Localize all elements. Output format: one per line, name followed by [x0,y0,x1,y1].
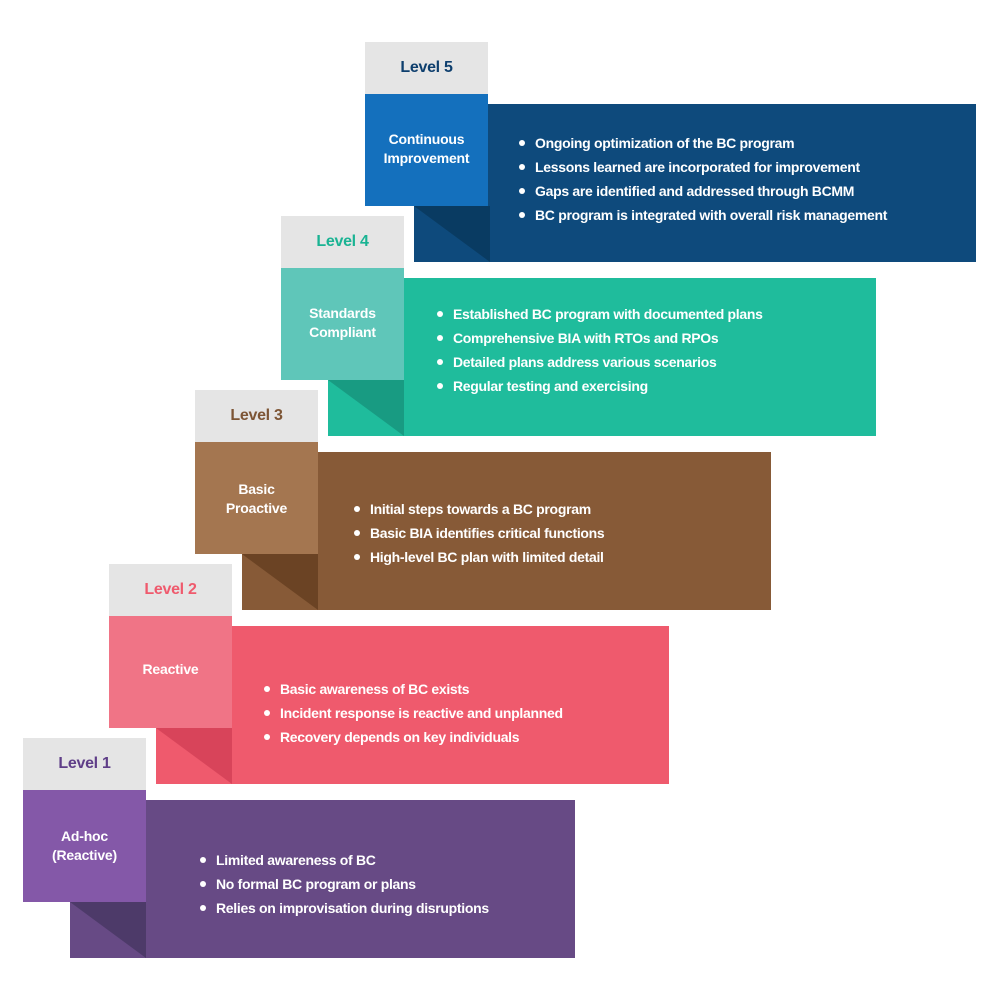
list-item: Comprehensive BIA with RTOs and RPOs [435,326,763,350]
level-3-bullet-list: Initial steps towards a BC program Basic… [352,497,605,569]
level-1-description-panel [70,800,575,958]
level-4-description-panel [328,278,876,436]
list-item: Established BC program with documented p… [435,302,763,326]
level-5-label: Level 5 [400,59,453,76]
level-3-label-tab: Level 3 [195,390,318,442]
list-item: Relies on improvisation during disruptio… [198,896,489,920]
list-item: Recovery depends on key individuals [262,725,563,749]
list-item: Basic BIA identifies critical functions [352,521,605,545]
level-3-stage-name: Basic Proactive [195,442,318,554]
level-3-fold-shadow [242,554,318,610]
list-item: Regular testing and exercising [435,374,763,398]
list-item: Lessons learned are incorporated for imp… [517,155,887,179]
level-5-description-panel [414,104,976,262]
list-item: High-level BC plan with limited detail [352,545,604,569]
level-1-stage-name: Ad-hoc (Reactive) [23,790,146,902]
level-3-label: Level 3 [230,407,283,424]
list-item: Limited awareness of BC [198,848,489,872]
level-2-description-panel [156,626,669,784]
level-4-fold-shadow [328,380,404,436]
list-item: Initial steps towards a BC program [352,497,604,521]
list-item: Basic awareness of BC exists [262,677,563,701]
list-item: Gaps are identified and addressed throug… [517,179,887,203]
level-1-bullet-list: Limited awareness of BC No formal BC pro… [198,848,489,920]
level-1-fold-shadow [70,902,146,958]
level-1-label: Level 1 [58,755,111,772]
list-item: Detailed plans address various scenarios [435,350,763,374]
level-2-label: Level 2 [144,581,197,598]
level-5-label-tab: Level 5 [365,42,488,94]
list-item: Ongoing optimization of the BC program [517,131,887,155]
level-4-bullet-list: Established BC program with documented p… [435,302,763,398]
list-item: No formal BC program or plans [198,872,489,896]
level-2-bullet-list: Basic awareness of BC exists Incident re… [262,677,563,749]
list-item: Incident response is reactive and unplan… [262,701,563,725]
level-2-stage-name: Reactive [109,616,232,728]
level-4-stage-name: Standards Compliant [281,268,404,380]
level-3-description-panel [242,452,771,610]
level-2-label-tab: Level 2 [109,564,232,616]
level-1-label-tab: Level 1 [23,738,146,790]
level-4-label: Level 4 [316,233,369,250]
level-5-fold-shadow [414,206,490,262]
level-5-bullet-list: Ongoing optimization of the BC program L… [517,131,887,227]
list-item: BC program is integrated with overall ri… [517,203,887,227]
level-5-stage-name: Continuous Improvement [365,94,488,206]
level-2-fold-shadow [156,728,232,784]
level-4-label-tab: Level 4 [281,216,404,268]
